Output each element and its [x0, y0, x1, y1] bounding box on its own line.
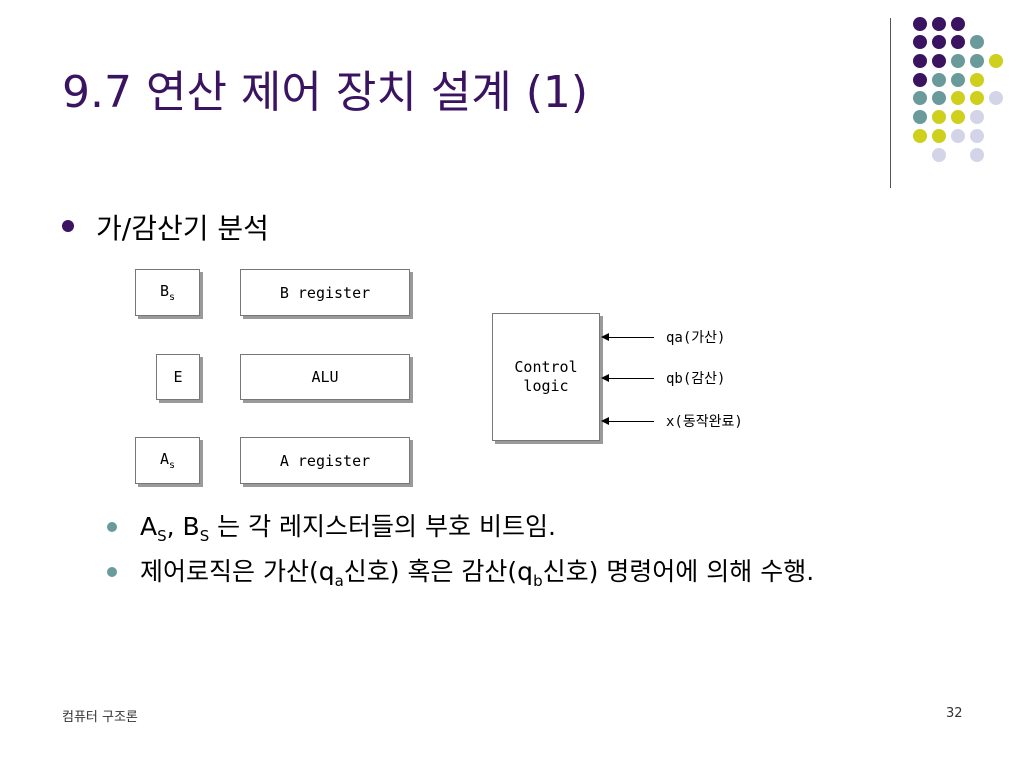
- decorative-dot: [951, 91, 965, 105]
- item2-part3: 신호) 명령어에 의해 수행.: [542, 557, 815, 586]
- b-register-label: B register: [279, 283, 371, 302]
- item2-sub-a: a: [334, 572, 344, 590]
- decorative-dot: [970, 110, 984, 124]
- bs-sub: s: [169, 292, 176, 303]
- decorative-dot: [989, 91, 1003, 105]
- decorative-dot: [970, 129, 984, 143]
- a-register-label: A register: [279, 451, 371, 470]
- decorative-dot: [913, 110, 927, 124]
- signal-x-label: x(동작완료): [666, 414, 743, 430]
- sub-bullet-dot-icon: [107, 522, 117, 532]
- decorative-dot: [951, 129, 965, 143]
- e-box: E: [156, 354, 200, 400]
- item1-rest: 는 각 레지스터들의 부호 비트임.: [209, 512, 556, 541]
- decorative-dot: [970, 35, 984, 49]
- decorative-dot: [951, 35, 965, 49]
- as-box: As: [135, 437, 200, 484]
- item2-part1: 제어로직은 가산(q: [140, 557, 335, 586]
- footer-course-title: 컴퓨터 구조론: [62, 710, 138, 725]
- decorative-dot-grid: [0, 0, 1024, 200]
- sub-bullet-dot-icon: [107, 567, 117, 577]
- decorative-dot: [913, 35, 927, 49]
- decorative-dot: [932, 17, 946, 31]
- decorative-dot: [932, 54, 946, 68]
- page-number: 32: [946, 706, 963, 721]
- arrow-qa: [601, 333, 654, 341]
- decorative-dot: [951, 54, 965, 68]
- main-bullet: 가/감산기 분석: [62, 207, 269, 247]
- as-label: A: [159, 450, 169, 468]
- decorative-dot: [932, 91, 946, 105]
- decorative-dot: [913, 91, 927, 105]
- decorative-dot: [932, 129, 946, 143]
- sub-bullet-1: AS, BS 는 각 레지스터들의 부호 비트임.: [107, 509, 987, 554]
- decorative-dot: [970, 73, 984, 87]
- bullet-dot-icon: [62, 220, 74, 232]
- b-register-box: B register: [240, 269, 410, 316]
- item1-a: A: [140, 512, 158, 541]
- control-line2: logic: [523, 377, 569, 395]
- alu-box: ALU: [240, 354, 410, 400]
- item1-b-sub: S: [199, 527, 210, 545]
- decorative-dot: [932, 35, 946, 49]
- decorative-dot: [913, 73, 927, 87]
- control-line1: Control: [514, 358, 578, 376]
- sub-bullet-list: AS, BS 는 각 레지스터들의 부호 비트임. 제어로직은 가산(qa신호)…: [107, 509, 987, 599]
- a-register-box: A register: [240, 437, 410, 484]
- divider-line: [890, 18, 891, 188]
- decorative-dot: [951, 17, 965, 31]
- signal-qb-label: qb(감산): [666, 371, 726, 387]
- decorative-dot: [932, 73, 946, 87]
- decorative-dot: [932, 110, 946, 124]
- decorative-dot: [951, 73, 965, 87]
- alu-label: ALU: [311, 368, 339, 386]
- decorative-dot: [970, 54, 984, 68]
- slide-title: 9.7 연산 제어 장치 설계 (1): [62, 67, 589, 118]
- e-label: E: [173, 368, 183, 386]
- main-bullet-text: 가/감산기 분석: [96, 212, 269, 245]
- control-logic-box: Control logic: [492, 313, 600, 441]
- arrow-qb: [601, 374, 654, 382]
- item2-part2: 신호) 혹은 감산(q: [343, 557, 534, 586]
- bs-box: Bs: [135, 269, 200, 316]
- decorative-dot: [970, 148, 984, 162]
- item1-a-sub: S: [157, 527, 167, 545]
- decorative-dot: [951, 110, 965, 124]
- bs-label: B: [159, 282, 169, 300]
- arrow-x: [601, 417, 654, 425]
- decorative-dot: [970, 91, 984, 105]
- decorative-dot: [913, 129, 927, 143]
- sub-bullet-2: 제어로직은 가산(qa신호) 혹은 감산(qb신호) 명령어에 의해 수행.: [107, 554, 987, 599]
- decorative-dot: [989, 54, 1003, 68]
- item1-sep: , B: [166, 512, 200, 541]
- decorative-dot: [932, 148, 946, 162]
- decorative-dot: [913, 17, 927, 31]
- item2-sub-b: b: [533, 572, 543, 590]
- decorative-dot: [913, 54, 927, 68]
- as-sub: s: [169, 460, 176, 471]
- signal-qa-label: qa(가산): [666, 330, 726, 346]
